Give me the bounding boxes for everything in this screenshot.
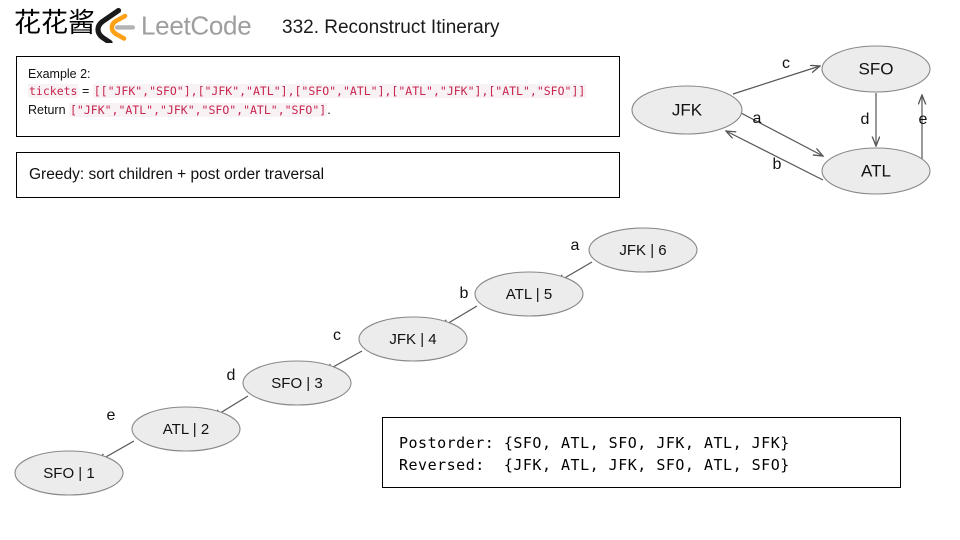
chain-nodes: JFK | 6 ATL | 5 JFK | 4 SFO | 3 ATL | 2 …: [14, 227, 698, 496]
chain-node-atl-5[interactable]: ATL | 5: [474, 271, 584, 317]
graph-nodes: JFK SFO ATL: [631, 45, 931, 195]
example-label: Example 2:: [28, 67, 91, 81]
postorder-result-box: Postorder: {SFO, ATL, SFO, JFK, ATL, JFK…: [382, 417, 901, 488]
brand-name: 花花酱: [14, 8, 95, 39]
tickets-token: tickets: [28, 84, 79, 98]
graph-node-jfk-label: JFK: [672, 100, 703, 119]
edge-label-b: b: [773, 156, 782, 173]
chain-node-sfo-3-label: SFO | 3: [271, 375, 322, 392]
svg-text:LeetCode: LeetCode: [141, 11, 251, 41]
reversed-line: Reversed: {JFK, ATL, JFK, SFO, ATL, SFO}: [399, 456, 790, 474]
chain-edge-label-a: a: [571, 237, 580, 254]
chain-node-sfo-3[interactable]: SFO | 3: [242, 360, 352, 406]
edge-jfk-atl: [740, 112, 823, 156]
edge-label-c: c: [782, 55, 790, 72]
example-code-box: Example 2: tickets = [["JFK","SFO"],["JF…: [16, 56, 620, 137]
graph-edge-labels: c a b d e: [753, 55, 928, 173]
chain-node-jfk-6[interactable]: JFK | 6: [588, 227, 698, 273]
chain-node-jfk-6-label: JFK | 6: [619, 242, 666, 259]
chain-edge-label-e: e: [107, 407, 116, 424]
tickets-line: tickets = [["JFK","SFO"],["JFK","ATL"],[…: [28, 84, 587, 99]
chain-edge-labels: a b c d e: [107, 237, 580, 424]
chain-node-jfk-4[interactable]: JFK | 4: [358, 316, 468, 362]
chain-node-atl-2[interactable]: ATL | 2: [131, 406, 241, 452]
graph-node-jfk[interactable]: JFK: [631, 85, 743, 135]
postorder-line: Postorder: {SFO, ATL, SFO, JFK, ATL, JFK…: [399, 434, 790, 452]
graph-edges: [726, 66, 922, 181]
return-value: ["JFK","ATL","JFK","SFO","ATL","SFO"]: [69, 103, 328, 117]
greedy-note-box: Greedy: sort children + post order trave…: [16, 152, 620, 198]
equals-sign: =: [78, 84, 93, 98]
graph-node-atl-label: ATL: [861, 161, 891, 180]
chain-node-jfk-4-label: JFK | 4: [389, 331, 436, 348]
chain-node-atl-5-label: ATL | 5: [506, 286, 552, 303]
chain-edge-label-d: d: [227, 367, 236, 384]
graph-node-atl[interactable]: ATL: [821, 147, 931, 195]
tickets-value: [["JFK","SFO"],["JFK","ATL"],["SFO","ATL…: [92, 84, 587, 98]
graph-node-sfo-label: SFO: [859, 59, 894, 78]
graph-node-sfo[interactable]: SFO: [821, 45, 931, 93]
chain-edge-label-c: c: [333, 327, 341, 344]
edge-label-e: e: [919, 111, 928, 128]
edge-label-d: d: [861, 111, 870, 128]
chain-edge-label-b: b: [460, 285, 469, 302]
chain-node-sfo-1[interactable]: SFO | 1: [14, 450, 124, 496]
return-line: Return ["JFK","ATL","JFK","SFO","ATL","S…: [28, 103, 331, 118]
page-title: 332. Reconstruct Itinerary: [282, 17, 500, 38]
return-label: Return: [28, 103, 69, 117]
chain-node-atl-2-label: ATL | 2: [163, 421, 209, 438]
chain-node-sfo-1-label: SFO | 1: [43, 465, 94, 482]
edge-jfk-sfo: [732, 66, 820, 95]
leetcode-logo: LeetCode: [93, 7, 279, 46]
edge-label-a: a: [753, 110, 762, 127]
return-period: .: [327, 103, 331, 117]
greedy-note-text: Greedy: sort children + post order trave…: [29, 166, 325, 183]
edge-atl-jfk: [726, 131, 824, 181]
